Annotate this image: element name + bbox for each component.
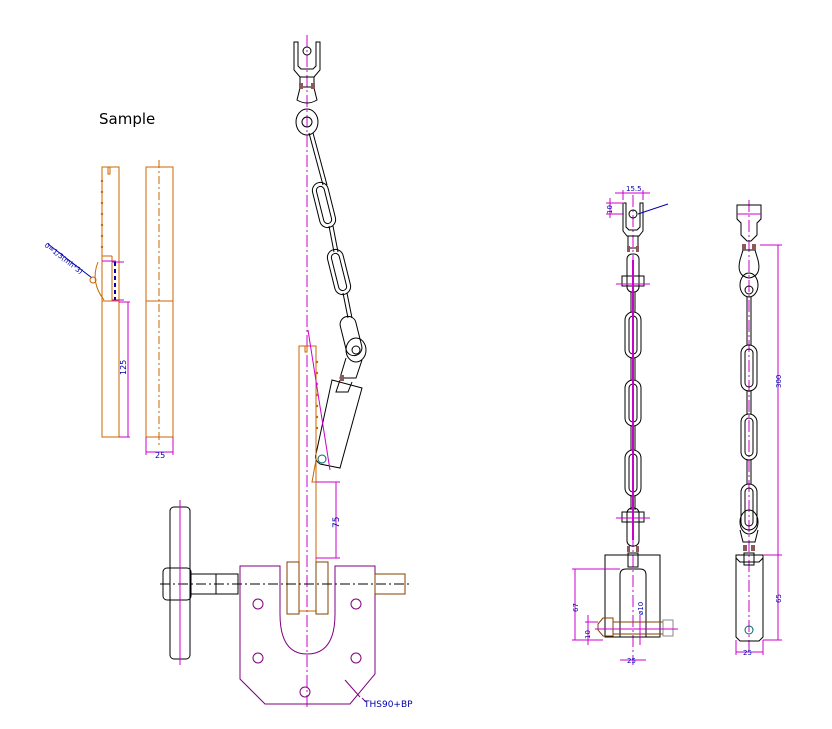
clevis-thread-right [311,83,315,89]
swivel-eye-top [295,108,319,136]
front-top-offset-dim: 10 [606,205,614,214]
sample-plate-front [94,166,120,438]
front-base-width-dim: 25 [627,657,636,665]
sample-plate-holes [100,179,104,249]
side-total-dim: 300 [775,375,783,388]
sample-width-dim: 25 [155,451,165,460]
front-thread-top-l [627,246,630,252]
clamp-pads [286,561,406,615]
main-dimension-75 [316,481,340,559]
sample-length-dim: 125 [119,360,128,375]
side-thread-top-l [742,244,746,250]
front-dimensions [572,190,669,661]
front-pin-dim: ø10 [637,602,645,615]
side-top-clevis [736,204,762,298]
front-base-offset-dim: 10 [584,630,592,639]
main-pivot-pin [317,454,327,464]
side-base-height-dim: 65 [775,594,783,603]
sleeve-axis [307,329,331,471]
main-chain [308,132,363,357]
front-top-width-dim: 15.5 [626,185,642,193]
front-thread-top-r [636,246,639,252]
side-base-width-dim: 25 [743,649,752,657]
side-thread-bot-l [743,545,747,551]
front-base [604,552,661,638]
sleeve-thread [340,375,344,381]
main-plate-holes [315,360,319,430]
side-thread-top-r [752,244,756,250]
sample-dimensions [47,243,174,455]
front-thread-bot-r [636,546,639,552]
front-base-height-dim: 67 [572,603,580,612]
clevis-thread-left [299,83,303,89]
side-thread-bot-r [751,545,755,551]
main-height-dim: 75 [332,517,342,528]
sample-pivot-hole [89,276,97,284]
t-handle [162,506,239,660]
top-clevis [293,41,321,104]
swivel-eye-bottom [339,337,367,379]
side-chain [739,297,759,543]
front-thread-bot-l [627,546,630,552]
side-dimensions [735,244,782,655]
front-bolt [597,617,674,637]
clamp-part-label: THS90+BP [363,700,413,710]
drawing-title: Sample [99,110,155,128]
front-top-clevis [622,202,644,249]
sample-chamfer-note: 0=1/3(mh*3) [43,241,85,276]
